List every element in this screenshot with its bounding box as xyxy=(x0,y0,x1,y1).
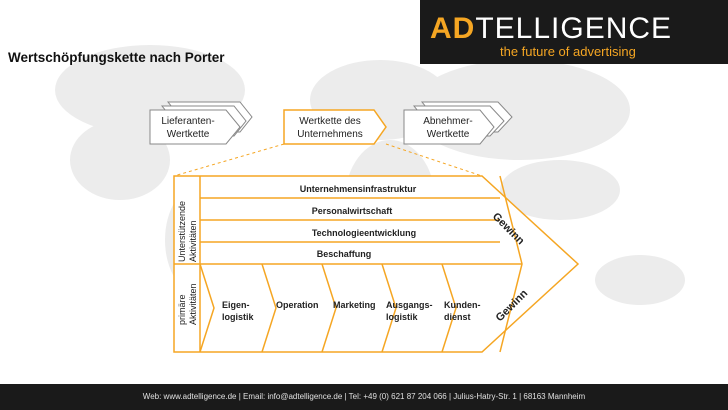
logo-prefix: AD xyxy=(430,12,475,45)
logo-suffix: TELLIGENCE xyxy=(475,12,672,45)
zoom-line-right xyxy=(385,143,483,177)
supplier-label-line1: Lieferanten- xyxy=(161,116,214,127)
company-label-line1: Wertkette des xyxy=(299,116,361,127)
support-activity-infrastructure: Unternehmensinfrastruktur xyxy=(300,184,417,194)
porter-value-chain xyxy=(173,175,580,353)
buyer-chevron-front xyxy=(403,109,495,145)
company-value-chain: Wertkette des Unternehmens xyxy=(283,109,387,145)
buyer-label-line2: Wertkette xyxy=(427,129,470,140)
primary-activity-marketing: Marketing xyxy=(333,300,376,310)
logo-background xyxy=(420,0,728,64)
zoom-line-left xyxy=(173,143,285,177)
company-label-line2: Unternehmens xyxy=(297,129,363,140)
primary-label-line1: primäre xyxy=(177,294,187,325)
logo-tagline: the future of advertising xyxy=(500,44,636,59)
primary-activity-outbound-l2: logistik xyxy=(386,312,418,322)
primary-activity-service-l2: dienst xyxy=(444,312,471,322)
primary-divider-0 xyxy=(199,263,215,353)
buyer-label-line1: Abnehmer- xyxy=(423,116,472,127)
primary-divider-2 xyxy=(321,263,337,353)
primary-activities: Eigen- logistik Operation Marketing Ausg… xyxy=(222,300,481,322)
support-label-line2: Aktivitäten xyxy=(188,220,198,262)
zoom-lines xyxy=(173,143,483,177)
primary-activity-inbound-l2: logistik xyxy=(222,312,254,322)
support-label-line1: Unterstützende xyxy=(177,201,187,262)
primary-activity-outbound-l1: Ausgangs- xyxy=(386,300,433,310)
primary-divider-1 xyxy=(261,263,277,353)
primary-activity-service-l1: Kunden- xyxy=(444,300,481,310)
support-activities-label: Unterstützende Aktivitäten xyxy=(177,201,198,262)
support-activity-technology: Technologieentwicklung xyxy=(312,228,416,238)
brand-logo: ADTELLIGENCE the future of advertising xyxy=(420,0,728,64)
support-activities: Unternehmensinfrastruktur Personalwirtsc… xyxy=(300,184,417,259)
company-chevron xyxy=(283,109,387,145)
svg-text:ADTELLIGENCE: ADTELLIGENCE xyxy=(430,12,672,45)
margin-chevron xyxy=(499,175,523,353)
page-title: Wertschöpfungskette nach Porter xyxy=(8,50,225,65)
supplier-chevron-front xyxy=(149,109,241,145)
supplier-label-line2: Wertkette xyxy=(167,129,210,140)
primary-divider-3 xyxy=(381,263,397,353)
footer-contact: Web: www.adtelligence.de | Email: info@a… xyxy=(0,384,728,410)
supplier-value-chain: Lieferanten- Wertkette xyxy=(149,101,253,145)
primary-label-line2: Aktivitäten xyxy=(188,283,198,325)
primary-activity-inbound-l1: Eigen- xyxy=(222,300,250,310)
primary-activities-label: primäre Aktivitäten xyxy=(177,283,198,325)
buyer-value-chain: Abnehmer- Wertkette xyxy=(403,101,513,145)
primary-divider-4 xyxy=(441,263,457,353)
support-activity-hr: Personalwirtschaft xyxy=(312,206,393,216)
primary-activity-operation: Operation xyxy=(276,300,319,310)
support-activity-procurement: Beschaffung xyxy=(317,249,372,259)
